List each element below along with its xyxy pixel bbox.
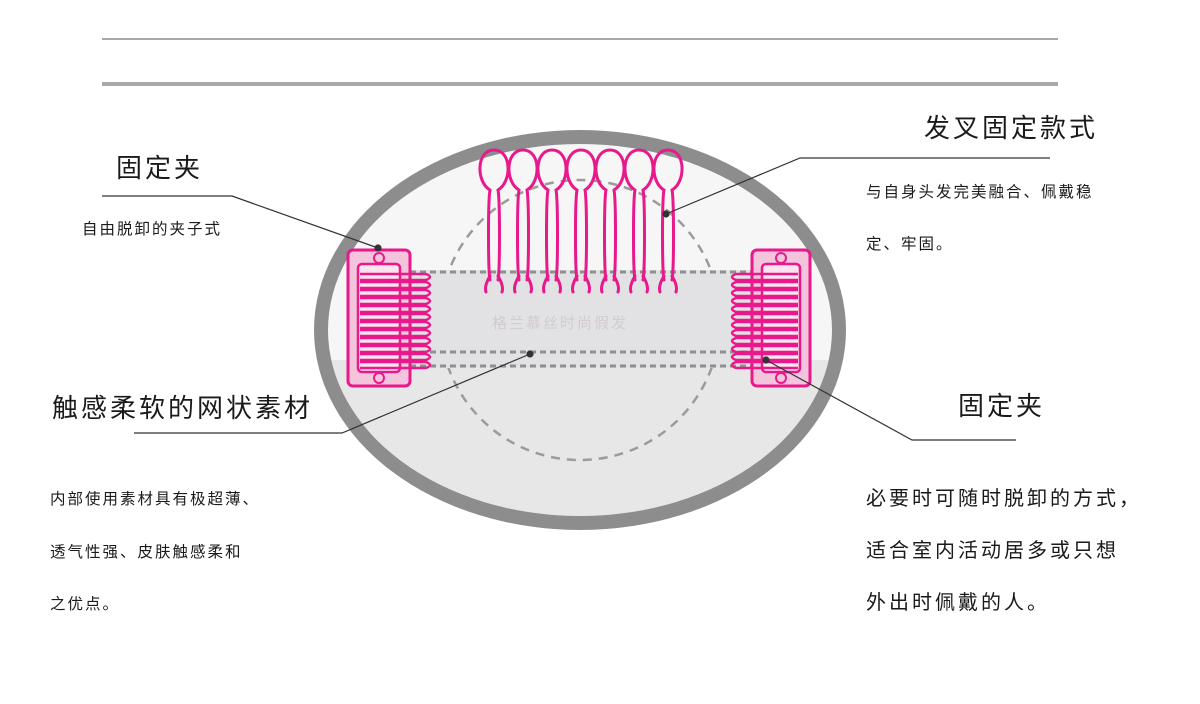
hair-pin-tip [658,274,678,294]
hair-pin [507,148,539,282]
hair-pin-tip [571,274,591,294]
hair-pin-tip [629,274,649,294]
clip-tooth [360,296,432,306]
clip-tooth [360,344,432,354]
clip-tooth [730,280,798,290]
clip-rivet [775,252,787,264]
hair-pin [536,148,568,282]
hair-pin-tip [484,274,504,294]
right-clip-desc-line-1: 必要时可随时脱卸的方式， [866,486,1142,510]
hair-pin-tip [600,274,620,294]
right-clip-heading: 固定夹 [958,392,1046,422]
leader-dot-right-clip [762,356,770,364]
cap-inner-shade [331,360,829,516]
hair-pin-tip [513,274,533,294]
left-clip-heading: 固定夹 [116,154,204,184]
clip-tooth [730,272,798,282]
clip-tooth [730,296,798,306]
hair-pin [594,148,626,282]
leader-top-right [665,157,1050,215]
right-clip-desc-line-2: 适合室内活动居多或只想 [866,538,1119,562]
clip-tooth [360,320,432,330]
hair-fork-pins [478,148,684,294]
leader-mesh [134,353,531,434]
clip-tooth [730,328,798,338]
leader-dot-top-right [662,210,670,218]
clip-tooth [730,352,798,362]
top-right-desc-line-1: 与自身头发完美融合、佩戴稳 [866,183,1094,201]
mesh-desc-line-2: 透气性强、皮肤触感柔和 [50,543,243,561]
second-divider [102,82,1058,86]
clip-rivet [373,252,385,264]
mesh-heading: 触感柔软的网状素材 [52,394,314,424]
clip-tooth [360,360,432,370]
clip-tooth [360,288,432,298]
clip-tooth [730,336,798,346]
hair-pin [652,148,684,282]
top-divider [102,38,1058,40]
clip-tooth [360,280,432,290]
hair-pin-tip [542,274,562,294]
clip-tooth [360,352,432,362]
leader-dot-mesh [526,350,534,358]
top-right-desc-line-2: 定、牢固。 [866,235,954,253]
leader-right-clip [765,359,1016,441]
clip-tooth [730,288,798,298]
left-clip-desc: 自由脱卸的夹子式 [82,220,223,238]
clip-tooth [360,272,432,282]
clip-tooth [360,312,432,322]
clip-tooth [730,360,798,370]
left-clip [346,248,432,388]
clip-rivet [775,372,787,384]
leader-dot-left-clip [374,244,382,252]
clip-tooth [730,344,798,354]
hair-pin [623,148,655,282]
right-clip-desc-line-3: 外出时佩戴的人。 [866,590,1050,614]
clip-tooth [730,312,798,322]
top-right-heading: 发叉固定款式 [924,114,1099,144]
clip-tooth [360,304,432,314]
leader-left-clip [102,195,379,249]
clip-tooth [360,336,432,346]
clip-tooth [360,328,432,338]
hair-pin [565,148,597,282]
clip-rivet [373,372,385,384]
clip-tooth [730,304,798,314]
watermark-text: 格兰慕丝时尚假发 [492,314,629,332]
right-clip [730,248,812,388]
hair-pin [478,148,510,282]
mesh-desc-line-3: 之优点。 [50,595,121,613]
clip-tooth [730,320,798,330]
mesh-desc-line-1: 内部使用素材具有极超薄、 [50,490,261,508]
leader-lines [102,157,1050,441]
